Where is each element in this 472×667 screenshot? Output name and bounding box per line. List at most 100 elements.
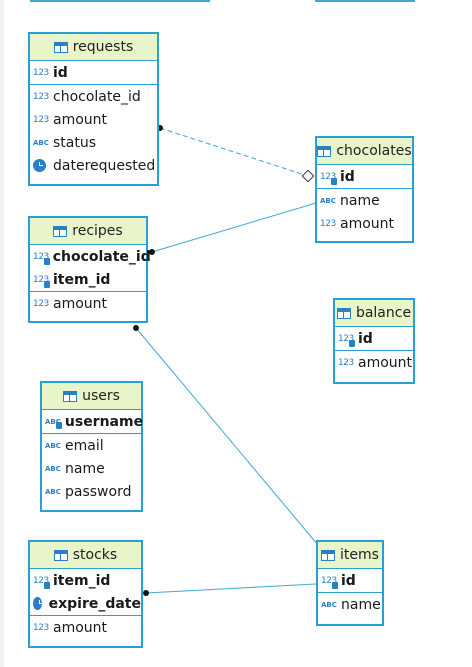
text-icon: ABC [321,600,337,609]
text-icon: ABC [33,138,49,147]
column-name: amount [53,295,108,312]
numeric-key-icon: 123 [33,575,50,589]
relation-end-diamond [301,169,315,183]
relation-recipes-chocolates [151,202,317,253]
column-section: ABC email ABC name ABC password [42,433,141,503]
column-row[interactable]: ABC name [42,457,141,480]
table-icon [317,145,332,157]
column-name: item_id [53,572,111,589]
column-row[interactable]: ABC password [42,480,141,503]
column-row[interactable]: 123 amount [335,351,413,374]
table-header[interactable]: balance [335,300,413,327]
table-recipes[interactable]: recipes 123 chocolate_id 123 item_id 123… [28,216,151,323]
column-name: name [340,192,380,209]
column-name: status [53,134,97,151]
table-header[interactable]: chocolates [317,138,412,165]
table-icon [63,390,78,402]
text-icon: ABC [45,487,61,496]
column-row[interactable]: 123 amount [30,616,141,639]
column-row[interactable]: 123 amount [30,292,146,315]
table-header[interactable]: requests [30,34,157,61]
table-name: balance [355,305,412,321]
column-name: expire_date [48,595,141,612]
table-icon [53,225,68,237]
table-icon [53,41,68,53]
icon-glyph: 123 [33,575,49,586]
column-row[interactable]: 123 amount [30,108,157,131]
table-chocolates[interactable]: chocolates 123 id ABC name 123 amount [315,136,414,243]
numeric-icon: 123 [33,91,49,102]
numeric-key-icon: 123 [33,275,50,288]
column-section: 123 chocolate_id 123 amount ABC status d… [30,84,157,177]
numeric-key-icon: 123 [320,172,337,185]
numeric-icon: 123 [33,114,49,125]
key-section: 123 item_id expire_date [30,569,141,615]
text-icon: ABC [320,196,336,205]
column-row[interactable]: 123 id [317,165,412,188]
column-row[interactable]: 123 id [335,327,413,350]
clock-key-icon [33,597,43,610]
relation-stocks-items [145,583,317,594]
column-name: name [65,460,105,477]
column-row[interactable]: 123 id [318,569,382,592]
column-section: 123 amount [335,350,413,374]
offscreen-table-edge [30,0,210,2]
column-row[interactable]: daterequested [30,154,157,177]
key-section: 123 id [317,165,412,188]
table-balance[interactable]: balance 123 id 123 amount [333,298,415,384]
column-name: id [358,330,373,347]
column-row[interactable]: 123 chocolate_id [30,85,157,108]
column-row[interactable]: ABC email [42,434,141,457]
table-header[interactable]: recipes [30,218,146,245]
table-header[interactable]: stocks [30,542,141,569]
table-requests[interactable]: requests 123 id 123 chocolate_id 123 amo… [28,32,159,186]
column-section: 123 amount [30,291,146,315]
icon-glyph: ABC [45,417,61,426]
numeric-icon: 123 [33,622,49,633]
table-icon [53,549,68,561]
column-name: id [53,64,68,81]
relation-end-dot [133,325,139,331]
key-icon [349,339,355,347]
table-header[interactable]: users [42,383,141,410]
table-header[interactable]: items [318,542,382,569]
table-users[interactable]: users ABC username ABC email ABC name AB… [40,381,143,512]
numeric-icon: 123 [320,218,336,229]
column-row[interactable]: 123 amount [317,212,412,235]
table-name: requests [72,39,134,55]
key-section: 123 chocolate_id 123 item_id [30,245,151,291]
numeric-key-icon: 123 [321,575,338,589]
column-name: name [341,596,381,613]
column-row[interactable]: 123 item_id [30,569,141,592]
column-name: amount [53,111,108,128]
column-name: amount [53,619,108,636]
column-row[interactable]: expire_date [30,592,141,615]
column-name: password [65,483,132,500]
left-gutter [0,0,4,667]
table-items[interactable]: items 123 id ABC name [316,540,384,626]
key-icon [331,177,337,185]
offscreen-table-edge [315,0,415,2]
column-row[interactable]: ABC name [317,189,412,212]
column-name: chocolate_id [53,88,141,105]
column-section: ABC name 123 amount [317,188,412,235]
icon-glyph: 123 [321,575,337,586]
column-row[interactable]: 123 chocolate_id [30,245,151,268]
key-section: 123 id [335,327,413,350]
column-row[interactable]: ABC username [42,410,144,433]
column-row[interactable]: 123 item_id [30,268,146,291]
column-name: username [64,413,144,430]
text-key-icon: ABC [45,417,62,429]
column-name: id [340,168,355,185]
column-name: amount [340,215,395,232]
column-name: item_id [53,271,111,288]
column-row[interactable]: 123 id [30,61,157,84]
column-row[interactable]: ABC name [318,593,382,616]
key-section: ABC username [42,410,144,433]
column-row[interactable]: ABC status [30,131,157,154]
table-stocks[interactable]: stocks 123 item_id expire_date 123 amoun… [28,540,143,648]
icon-glyph: 123 [33,251,49,262]
relation-end-dot [143,590,149,596]
key-icon [332,581,338,589]
